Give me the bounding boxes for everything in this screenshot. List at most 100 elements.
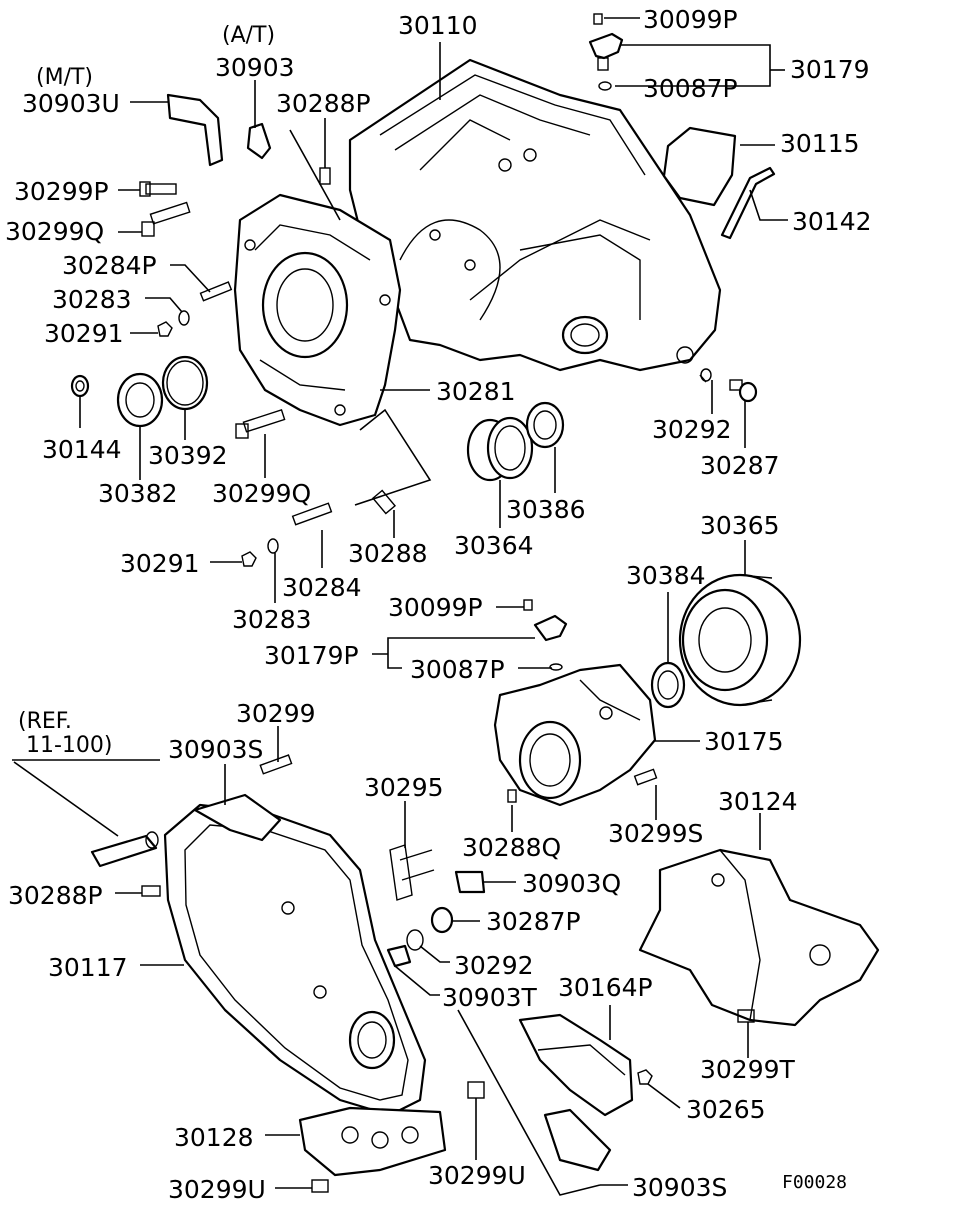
washer-30283-bottom [267,538,279,554]
bracket-30903U [166,93,224,167]
label-30292-bottom: 30292 [454,951,534,980]
extension-housing-30175 [493,663,657,807]
sensor-30179P [523,599,568,671]
label-30903U: 30903U [22,89,120,118]
seal-30386 [525,401,565,449]
label-30115: 30115 [780,129,860,158]
label-mt-note: (M/T) [36,65,93,90]
bracket-30903 [246,122,272,160]
bearing-30365 [678,573,802,707]
pin-30288Q [507,789,517,803]
label-30295: 30295 [364,773,444,802]
label-30299Q-top: 30299Q [5,217,104,246]
gasket-30292-bottom [406,929,424,951]
label-30299U-left: 30299U [168,1175,266,1204]
label-30299P: 30299P [14,177,109,206]
bolt-30299S [633,768,658,786]
label-30392: 30392 [148,441,228,470]
shield-30164P [518,1013,634,1117]
clutch-housing-30281 [233,193,402,427]
bracket-30124 [638,848,880,1027]
label-30365: 30365 [700,511,780,540]
label-30288P-top: 30288P [276,89,371,118]
bolt-30299Q-bottom [235,409,286,439]
label-30299Q-bottom: 30299Q [212,479,311,508]
label-30284: 30284 [282,573,362,602]
rod-30142 [720,166,776,240]
label-30386: 30386 [506,495,586,524]
label-30110: 30110 [398,11,478,40]
label-30287P: 30287P [486,907,581,936]
nut-30291-top [157,321,173,337]
guard-plate-30128 [298,1106,447,1177]
bracket-30903S-bottom [543,1108,612,1172]
label-30299T: 30299T [700,1055,796,1084]
label-30179: 30179 [790,55,870,84]
bolt-30299U-right [467,1081,485,1099]
bracket-30903Q [454,870,486,894]
washer-30144 [70,374,90,398]
bolt-30299U-left [311,1179,329,1193]
filter-ref-11-100 [90,831,159,868]
pin-30288P-bottom [141,885,161,897]
bolt-30299P [139,181,177,197]
label-30903: 30903 [215,53,295,82]
label-30299S: 30299S [608,819,703,848]
label-30288: 30288 [348,539,428,568]
bolt-30299T [737,1009,755,1023]
plug-30287 [729,379,758,403]
nut-30291-bottom [241,551,257,567]
label-30291-bottom: 30291 [120,549,200,578]
o-ring-30392 [161,355,209,411]
seal-30384 [650,661,686,709]
washer-30283-top [178,310,190,326]
label-30164P: 30164P [558,973,653,1002]
label-30265: 30265 [686,1095,766,1124]
label-30903S-top: 30903S [168,735,263,764]
label-30292-top: 30292 [652,415,732,444]
gasket-30292-top [700,368,712,382]
label-30281: 30281 [436,377,516,406]
label-30128: 30128 [174,1123,254,1152]
transaxle-case-30110 [348,58,722,372]
label-30288P-bottom: 30288P [8,881,103,910]
label-30382: 30382 [98,479,178,508]
label-30175: 30175 [704,727,784,756]
label-at-note: (A/T) [222,23,275,48]
label-30288Q: 30288Q [462,833,561,862]
label-30299U-right: 30299U [428,1161,526,1190]
rod-30295 [389,844,435,901]
case-cover-30117 [163,803,427,1117]
label-30283-top: 30283 [52,285,132,314]
label-30291-top: 30291 [44,319,124,348]
plug-30287P [430,906,454,934]
label-30142: 30142 [792,207,872,236]
label-30287: 30287 [700,451,780,480]
label-30087P-mid: 30087P [410,655,505,684]
label-30117: 30117 [48,953,128,982]
pin-30288 [371,489,397,515]
label-30087P-top: 30087P [643,74,738,103]
label-30903S-bottom: 30903S [632,1173,727,1202]
label-30299: 30299 [236,699,316,728]
stud-30284 [291,502,333,526]
label-30179P: 30179P [264,641,359,670]
part-labels: 30110 30099P 30087P 30179 30115 30142 (A… [5,5,872,1204]
bracket-30903T [386,944,412,968]
seal-30382 [116,372,164,428]
oil-seal-30364 [466,416,534,482]
leader-lines [12,17,788,1196]
label-30384: 30384 [626,561,706,590]
label-30099P-mid: 30099P [388,593,483,622]
label-30124: 30124 [718,787,798,816]
bolt-30299 [259,754,293,775]
cover-30115 [662,126,737,207]
label-30284P: 30284P [62,251,157,280]
label-30099P-top: 30099P [643,5,738,34]
label-30283-bottom: 30283 [232,605,312,634]
label-30903Q: 30903Q [522,869,621,898]
speed-sensor-30179 [588,13,624,91]
bolt-30299Q-top [141,201,191,237]
label-30144: 30144 [42,435,122,464]
